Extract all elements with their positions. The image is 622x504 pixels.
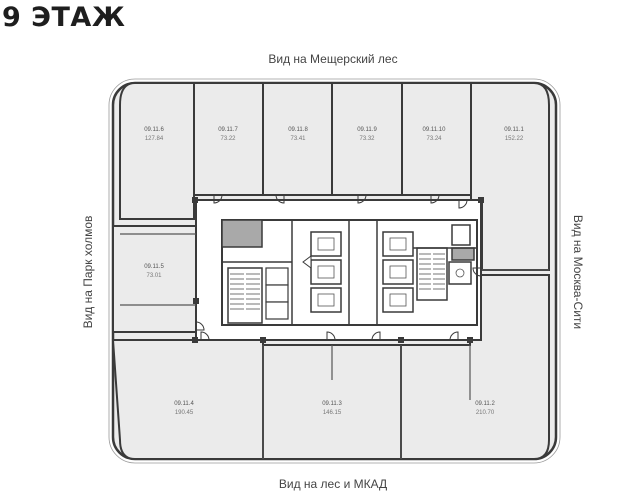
apartment-labels: 09.11.6 127.84 09.11.7 73.22 09.11.8 73.… [144, 127, 524, 416]
elevator [382, 231, 414, 257]
apartment-area: 73.32 [359, 136, 375, 142]
apartment-09-11-6[interactable] [119, 82, 195, 220]
apartment-09-11-5[interactable] [112, 225, 197, 333]
apartment-area: 190.45 [175, 410, 194, 416]
view-label-north: Вид на Мещерский лес [268, 52, 398, 66]
columns [192, 197, 484, 343]
shaft-west [221, 219, 263, 248]
elevator [310, 287, 342, 313]
apartment-number: 09.11.2 [475, 401, 495, 407]
apartment-number: 09.11.6 [144, 127, 164, 133]
apartment-area: 73.24 [426, 136, 442, 142]
elevator [310, 259, 342, 285]
apartment-09-11-7[interactable] [193, 82, 264, 196]
apartment-area: 210.70 [476, 410, 495, 416]
apartment-number: 09.11.9 [357, 127, 377, 133]
apartment-number: 09.11.3 [322, 401, 342, 407]
apartment-09-11-1[interactable] [470, 82, 550, 271]
apartment-number: 09.11.10 [423, 127, 447, 133]
door-swings [195, 194, 482, 341]
apartment-number: 09.11.7 [218, 127, 238, 133]
apartment-area: 152.22 [505, 136, 524, 142]
shaft-small [451, 224, 471, 246]
elevator [382, 287, 414, 313]
elevator [382, 259, 414, 285]
elevator-bank-east [382, 231, 414, 313]
apartment-09-11-2[interactable] [400, 274, 550, 460]
apartment-number: 09.11.8 [288, 127, 308, 133]
stair-east-treads [419, 253, 445, 290]
apartment-area: 146.15 [323, 410, 342, 416]
interior-partitions [120, 233, 549, 459]
view-label-south: Вид на лес и МКАД [278, 477, 388, 491]
stair-west [227, 267, 263, 324]
facade-glazing [108, 78, 561, 464]
freight-elevator [448, 261, 472, 285]
elevator [310, 231, 342, 257]
lobby-marker-icon [302, 255, 312, 269]
apartment-area: 73.41 [290, 136, 306, 142]
apartment-number: 09.11.1 [504, 127, 524, 133]
stair-west-treads [230, 273, 260, 310]
apartment-09-11-9[interactable] [331, 82, 403, 196]
building-core [195, 199, 482, 341]
apartment-09-11-10[interactable] [401, 82, 472, 196]
shaft-east [451, 247, 475, 261]
apartment-09-11-4[interactable] [111, 339, 264, 460]
apartments [111, 82, 550, 460]
apartment-area: 127.84 [145, 136, 164, 142]
floor-title: 9 ЭТАЖ [2, 2, 126, 33]
apartment-area: 73.01 [146, 273, 162, 279]
apartment-number: 09.11.5 [144, 264, 164, 270]
apartment-09-11-8[interactable] [262, 82, 333, 196]
freight-elevator-mark [455, 268, 465, 278]
apartment-number: 09.11.4 [174, 401, 194, 407]
core-walls [222, 220, 477, 325]
apartment-area: 73.22 [220, 136, 236, 142]
elevator-bank-west [310, 231, 342, 313]
utility-rooms [265, 267, 289, 320]
